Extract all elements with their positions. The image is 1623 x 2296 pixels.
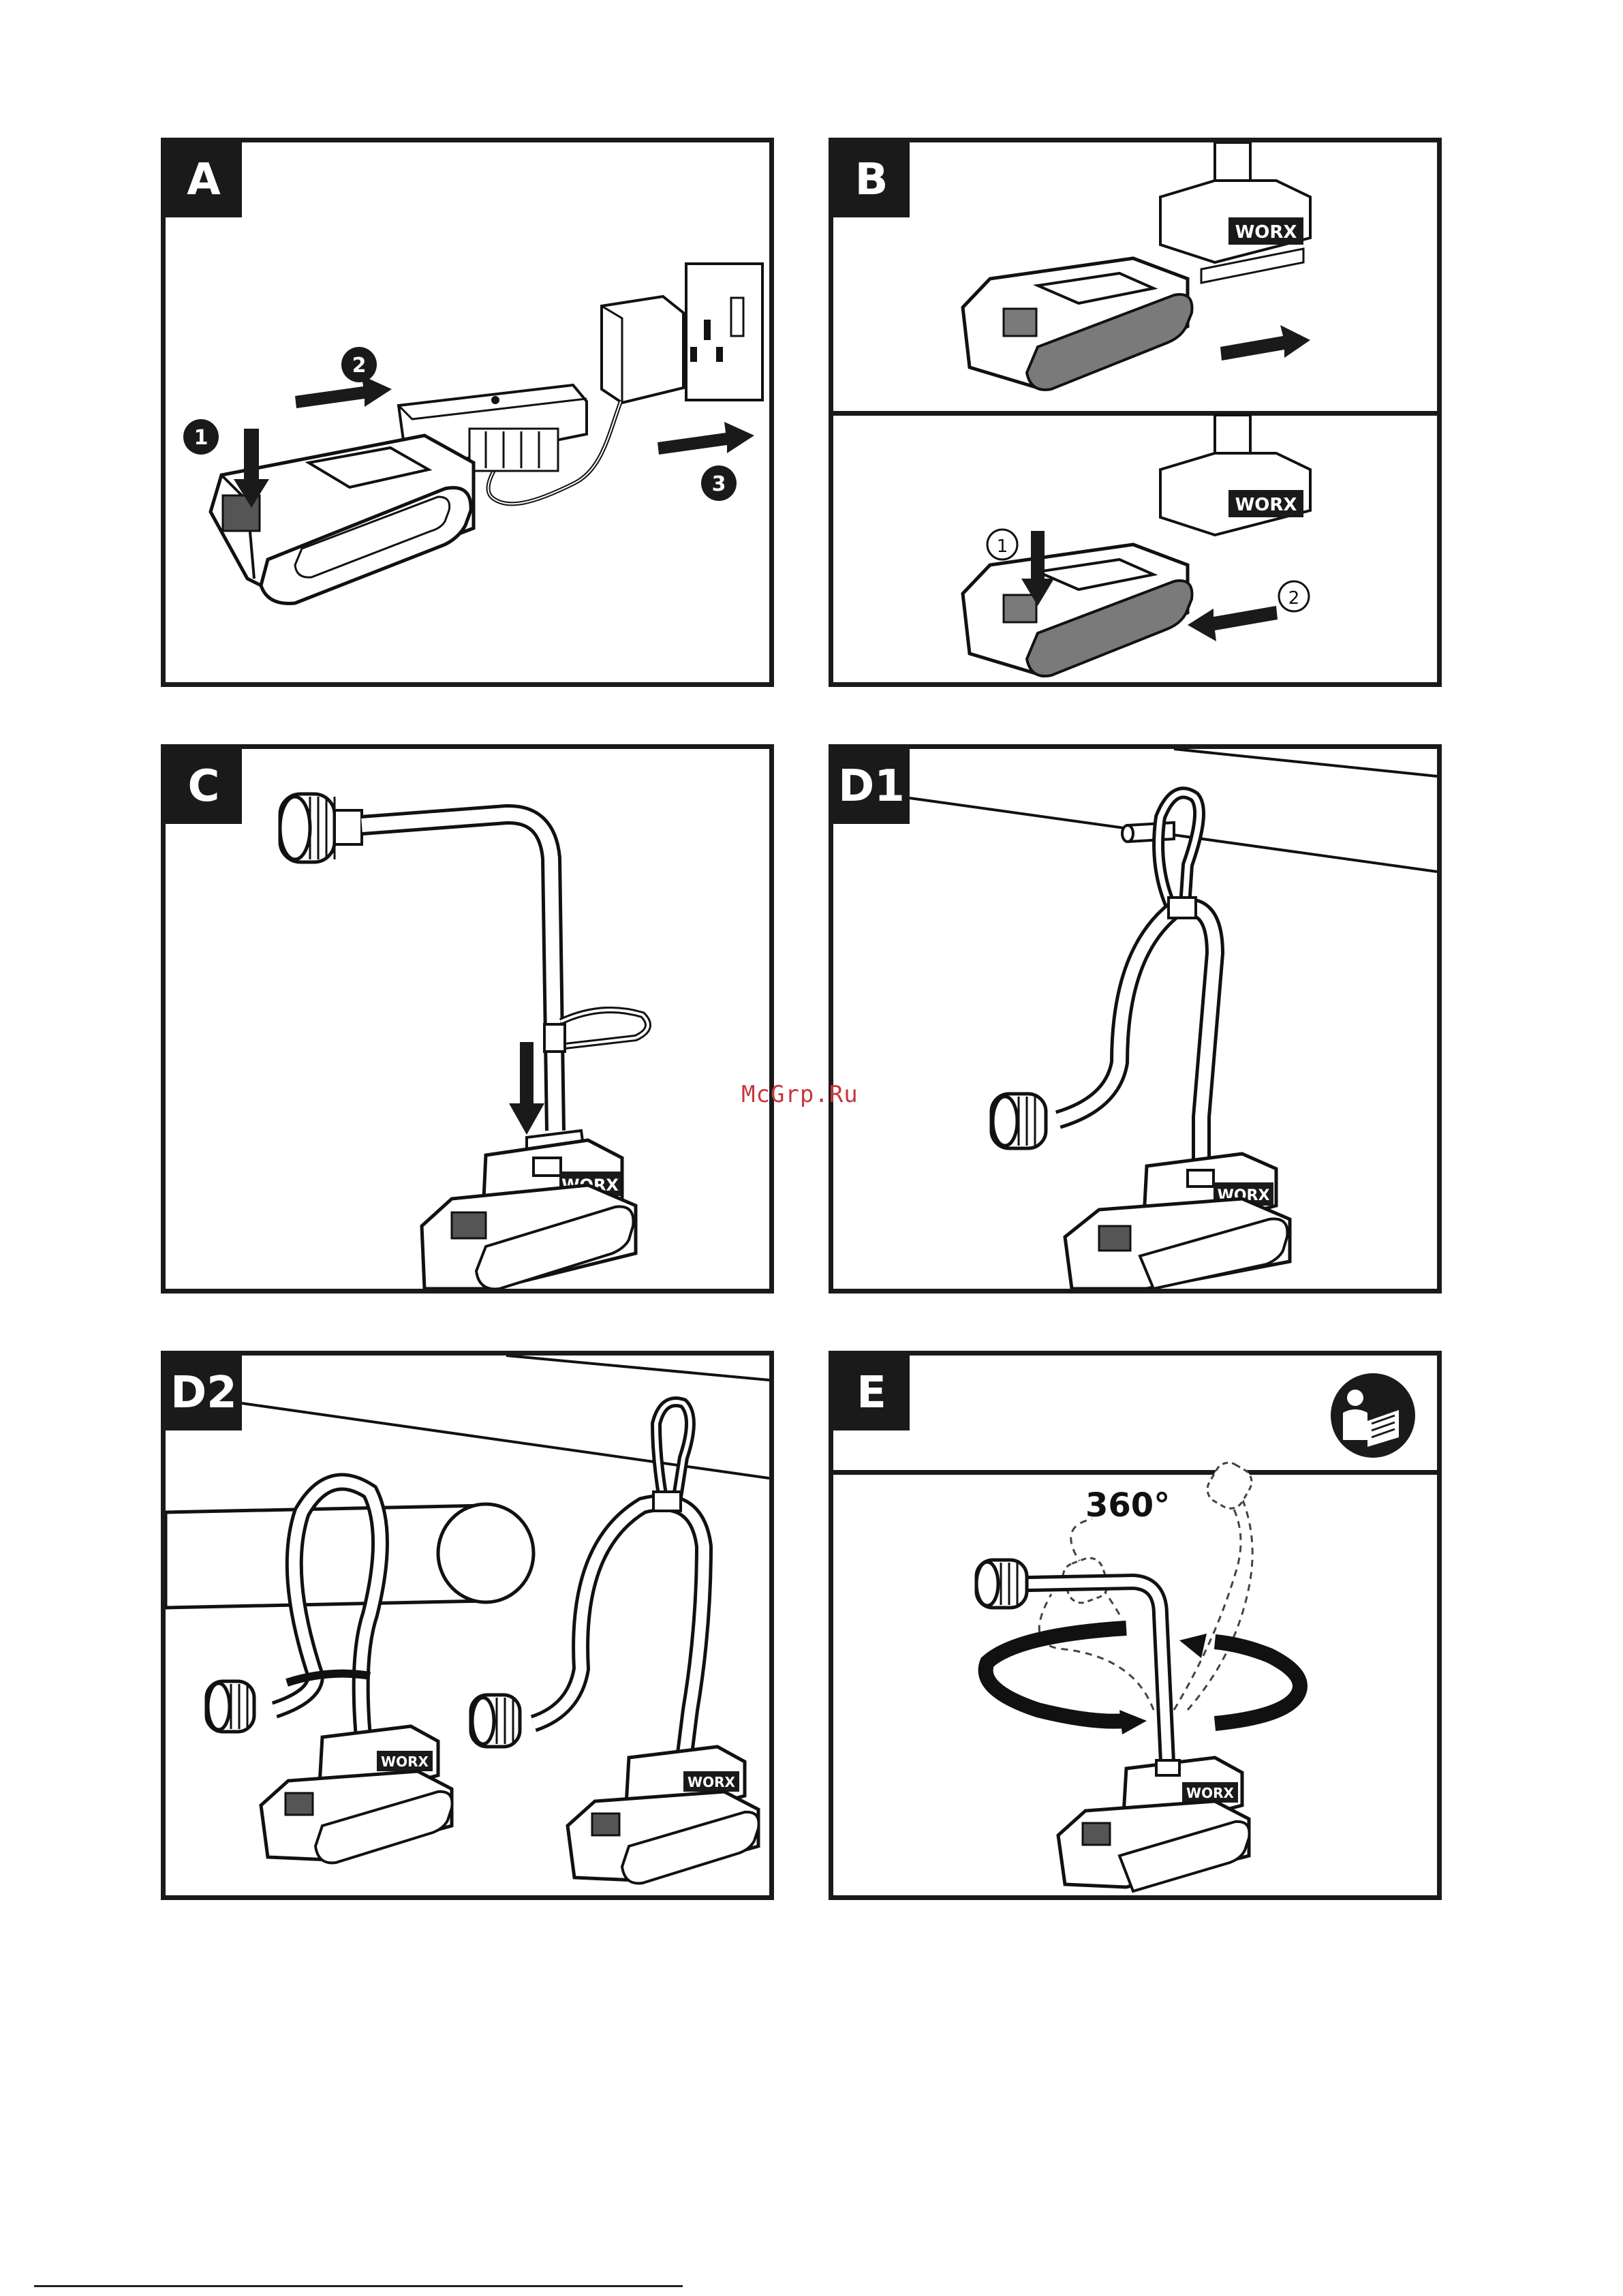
- panel-a: A 1 2: [161, 138, 774, 687]
- panel-label-a: A: [166, 142, 242, 217]
- step-1-badge: 1: [997, 536, 1008, 557]
- panel-label-d2: D2: [166, 1356, 242, 1430]
- brand-logo: WORX: [1235, 222, 1297, 243]
- read-manual-icon: [1331, 1373, 1415, 1458]
- panel-label-e: E: [833, 1356, 910, 1430]
- panel-b: B WORX WORX 1 2: [829, 138, 1442, 687]
- lamp-mounting-illustration: WORX WORX: [166, 1356, 769, 1895]
- power-switch: [534, 1158, 561, 1176]
- brand-logo: WORX: [687, 1774, 735, 1790]
- lamp-switch-illustration: WORX: [166, 749, 769, 1289]
- lamp-rotation-illustration: 360° WORX: [833, 1356, 1437, 1895]
- gooseneck-hanging: [534, 1503, 704, 1764]
- step-2-badge: 2: [1288, 588, 1300, 609]
- watermark: McGrp.Ru: [741, 1081, 859, 1108]
- gooseneck: [997, 1582, 1167, 1762]
- rotation-label: 360°: [1085, 1486, 1170, 1525]
- brand-logo: WORX: [381, 1754, 429, 1770]
- panel-d1: D1 WORX: [829, 744, 1442, 1294]
- step-2-badge: 2: [352, 354, 367, 378]
- panel-d2: D2 WORX WORX: [161, 1351, 774, 1900]
- battery-attach-detach-illustration: WORX WORX 1 2: [833, 142, 1437, 682]
- arrow-slide-on: [1220, 325, 1310, 361]
- panel-label-c: C: [166, 749, 242, 824]
- arrow-slide-off: [1188, 606, 1278, 641]
- step-1-badge: 1: [194, 426, 208, 450]
- panel-label-b: B: [833, 142, 910, 217]
- arrow-plug-in: [658, 422, 754, 455]
- brand-logo: WORX: [1235, 495, 1297, 515]
- battery-charging-illustration: 1 2 3: [166, 142, 769, 682]
- wall-socket: [686, 264, 762, 400]
- brand-logo: WORX: [1186, 1785, 1234, 1801]
- arrow-press-switch: [509, 1042, 544, 1135]
- panel-label-d1: D1: [833, 749, 910, 824]
- panel-e: E 360° WORX: [829, 1351, 1442, 1900]
- lamp-hanging-illustration: WORX: [833, 749, 1437, 1289]
- arrow-insert: [295, 376, 392, 408]
- step-3-badge: 3: [712, 472, 726, 496]
- panel-c: C WORX: [161, 744, 774, 1294]
- footer-rule: [34, 2285, 683, 2287]
